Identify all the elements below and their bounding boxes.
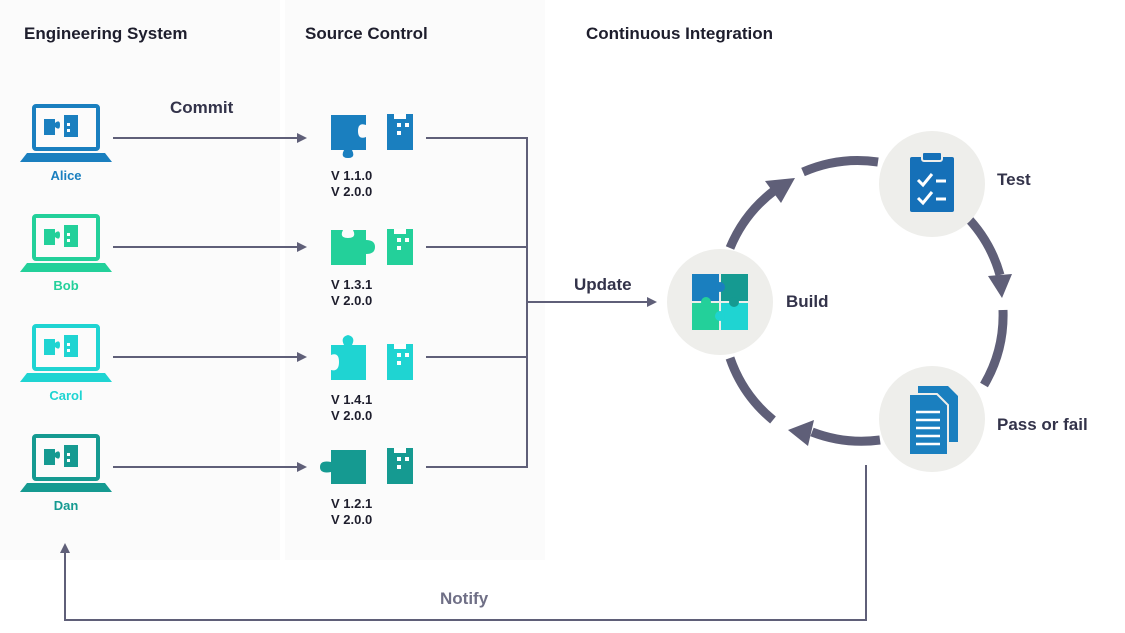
notify-label: Notify bbox=[440, 589, 489, 608]
notify-arrow bbox=[60, 465, 867, 621]
user-name-dan: Dan bbox=[53, 498, 79, 513]
laptop-icon-alice bbox=[18, 104, 114, 164]
user-name-bob: Bob bbox=[53, 278, 79, 293]
pass-or-fail-label: Pass or fail bbox=[997, 415, 1088, 434]
clipboard-icon-bob bbox=[387, 229, 413, 265]
laptop-icon-carol bbox=[18, 324, 114, 384]
heading-engineering-system: Engineering System bbox=[24, 24, 188, 43]
puzzle-icon-dan bbox=[320, 450, 366, 484]
update-label: Update bbox=[574, 275, 632, 294]
build-circle bbox=[667, 249, 773, 355]
heading-continuous-integration: Continuous Integration bbox=[586, 24, 773, 43]
clipboard-icon-carol bbox=[387, 344, 413, 380]
user-name-carol: Carol bbox=[49, 388, 83, 403]
commit-label: Commit bbox=[170, 98, 234, 117]
build-puzzle-icon bbox=[692, 274, 748, 330]
heading-source-control: Source Control bbox=[305, 24, 428, 43]
documents-icon bbox=[908, 386, 958, 456]
user-name-alice: Alice bbox=[50, 168, 82, 183]
puzzle-icon-bob bbox=[331, 230, 375, 265]
build-label: Build bbox=[786, 292, 829, 311]
puzzle-icon-carol bbox=[331, 335, 366, 380]
laptop-icon-bob bbox=[18, 214, 114, 274]
clipboard-icon-alice bbox=[387, 114, 413, 150]
merge-connector bbox=[426, 137, 657, 468]
test-label: Test bbox=[997, 170, 1031, 189]
ci-cycle bbox=[725, 156, 1012, 446]
puzzle-icon-alice bbox=[331, 115, 366, 158]
laptop-icon-dan bbox=[18, 434, 114, 494]
clipboard-icon-dan bbox=[387, 448, 413, 484]
test-checklist-icon bbox=[910, 151, 954, 212]
